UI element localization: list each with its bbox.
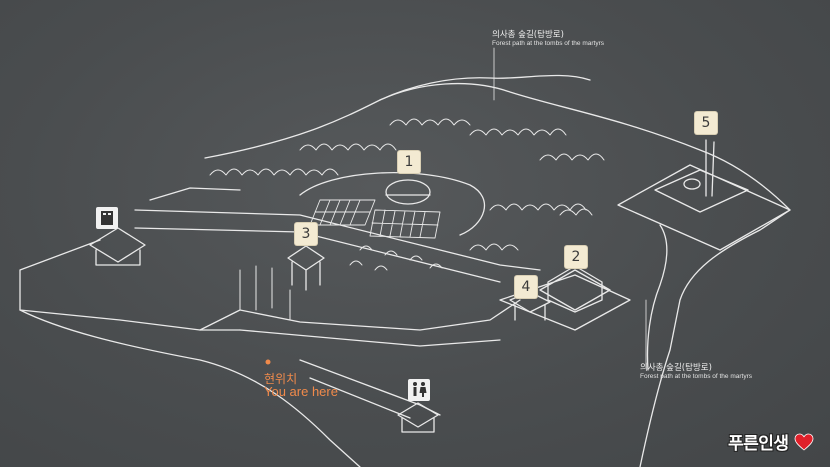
tomb-grid	[309, 199, 441, 239]
tomb-mound	[385, 179, 431, 205]
marker-1: 1	[398, 151, 420, 173]
pavilion-3	[287, 245, 325, 291]
lower-walkway	[199, 299, 521, 419]
tree-canopy	[209, 118, 605, 251]
info-book-icon	[96, 207, 118, 229]
monument-platform	[617, 164, 791, 251]
forest-path-top	[379, 74, 591, 101]
tomb-mound-path	[299, 172, 486, 236]
marker-5: 5	[695, 112, 717, 134]
watermark: 푸른인생	[728, 429, 814, 454]
top-path-label-en: Forest path at the tombs of the martyrs	[492, 40, 604, 47]
marker-3: 3	[295, 223, 317, 245]
right-path-label-en: Forest path at the tombs of the martyrs	[640, 373, 752, 380]
restroom-icon	[408, 379, 430, 401]
you-are-here-label-en: You are here	[264, 384, 338, 399]
forest-path-outline	[204, 82, 791, 467]
here-dot	[265, 359, 271, 365]
watermark-text: 푸른인생	[728, 434, 789, 454]
marker-2: 2	[565, 246, 587, 268]
info-pavilion	[89, 227, 146, 266]
heart-icon	[794, 433, 814, 451]
restroom-building	[397, 402, 439, 433]
top-path-label-ko: 의사총 숲길(탐방로)	[492, 30, 564, 40]
marker-4: 4	[515, 276, 537, 298]
right-path-label-ko: 의사총 숲길(탐방로)	[640, 363, 712, 373]
road-left	[19, 309, 361, 467]
small-trees	[239, 245, 443, 321]
forest-path-right	[646, 224, 668, 371]
you-are-here-label-ko: 현위치	[264, 372, 298, 386]
